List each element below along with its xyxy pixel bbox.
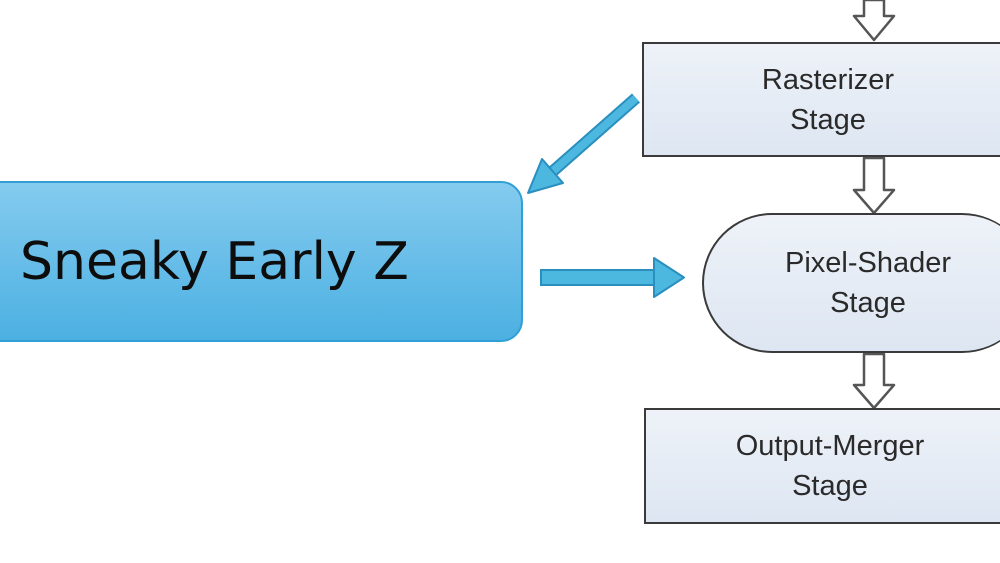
sneaky-early-z-callout: Sneaky Early Z: [0, 181, 523, 342]
rasterizer-stage-box: Rasterizer Stage: [642, 42, 1000, 157]
down-arrow-pixel-shader-to-output-merger: [852, 352, 896, 410]
output-merger-stage-line1: Output-Merger: [735, 430, 925, 462]
output-merger-stage-box: Output-Merger Stage: [644, 408, 1000, 524]
rasterizer-stage-line2: Stage: [790, 103, 866, 136]
callout-label: Sneaky Early Z: [20, 231, 409, 292]
horizontal-arrow-callout-to-pixel-shader: [540, 257, 685, 298]
rasterizer-stage-line1: Rasterizer: [761, 63, 895, 96]
pixel-shader-stage-box: Pixel-Shader Stage: [702, 213, 1000, 353]
diagonal-arrow-rasterizer-to-callout: [527, 93, 640, 194]
pixel-shader-stage-line1: Pixel-Shader: [784, 247, 952, 279]
down-arrow-rasterizer-to-pixel-shader: [852, 156, 896, 215]
output-merger-stage-line2: Stage: [792, 470, 868, 502]
down-arrow-top: [852, 0, 896, 42]
pixel-shader-stage-line2: Stage: [830, 287, 906, 319]
